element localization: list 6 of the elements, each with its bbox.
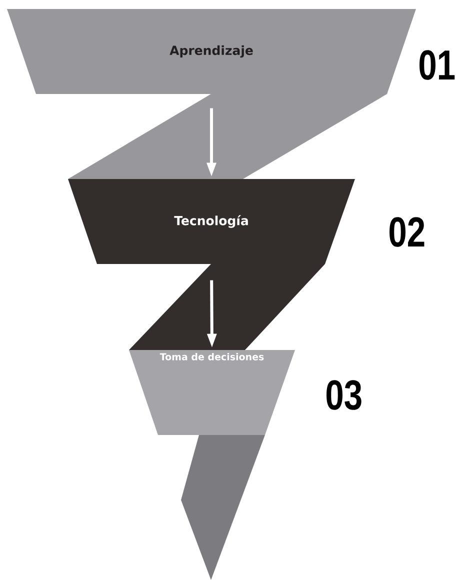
step-number: 03	[326, 380, 362, 410]
step-number: 02	[390, 217, 424, 247]
band-label: Toma de decisiones	[160, 353, 264, 360]
band-label: Tecnología	[174, 215, 248, 228]
step-number: 01	[420, 50, 455, 80]
band-label: Aprendizaje	[170, 45, 253, 58]
